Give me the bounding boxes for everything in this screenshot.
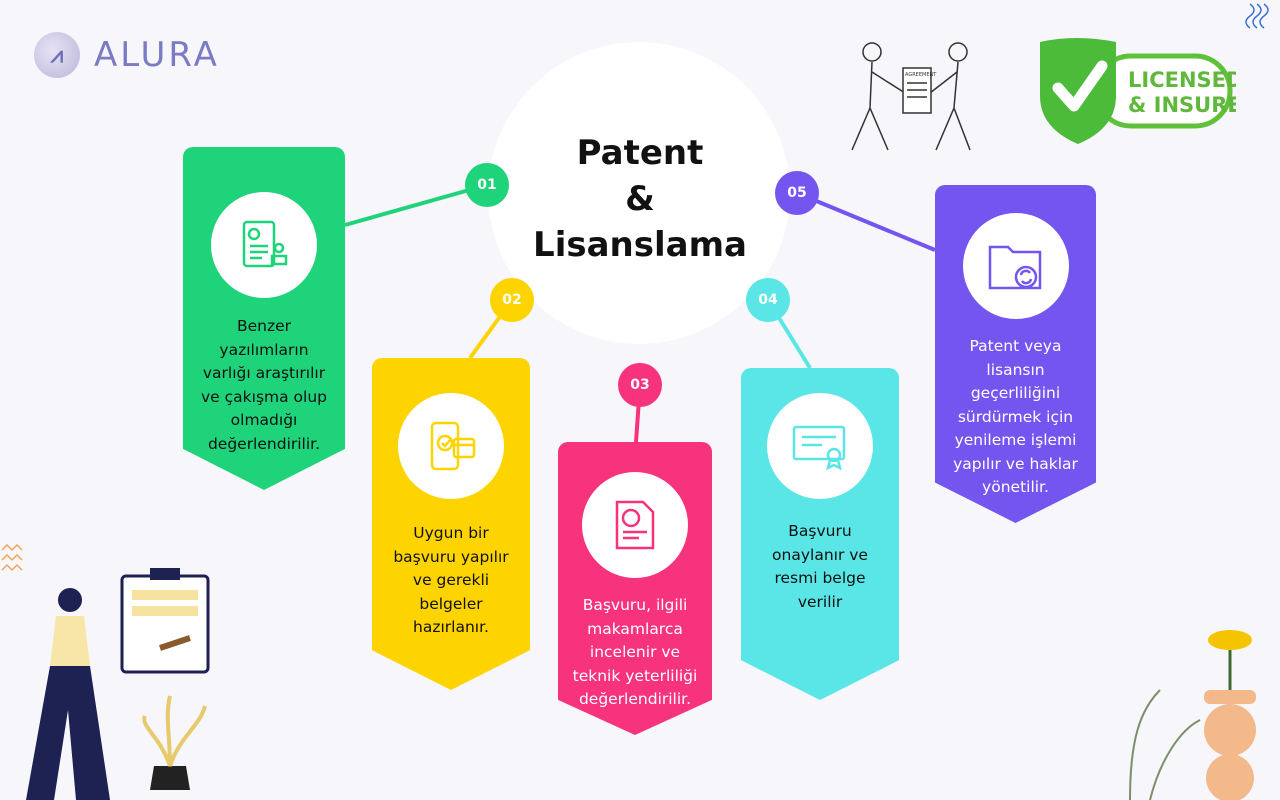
- step-card-03: Başvuru, ilgili makamlarca incelenir ve …: [558, 442, 712, 735]
- plants-illustration: [1129, 630, 1256, 800]
- page-title: Patent & Lisanslama: [500, 130, 780, 268]
- step-text: Benzer yazılımların varlığı araştırılır …: [201, 317, 327, 453]
- step-number-01: 01: [465, 163, 509, 207]
- step-text: Başvuru onaylanır ve resmi belge verilir: [772, 522, 868, 611]
- step-card-05: Patent veya lisansın geçerliliğini sürdü…: [935, 185, 1096, 523]
- logo: ⩘ ALURA: [34, 32, 220, 78]
- licensed-insured-badge: LICENSED & INSURED: [1040, 38, 1236, 144]
- step-number-02: 02: [490, 278, 534, 322]
- step-number-05: 05: [775, 171, 819, 215]
- center-hub: [488, 42, 790, 344]
- agreement-handshake-illustration: AGREEMENT: [851, 42, 971, 151]
- logo-text: ALURA: [94, 35, 220, 75]
- badge-line-1: LICENSED: [1128, 68, 1236, 92]
- wave-decoration: [1245, 3, 1269, 29]
- badge-line-2: & INSURED: [1128, 93, 1236, 117]
- title-line-2: &: [625, 179, 655, 219]
- checkmark-icon: [1052, 60, 1108, 112]
- connector-01: [344, 183, 488, 227]
- document-seal-icon: [582, 472, 688, 578]
- logo-mark-icon: ⩘: [34, 32, 80, 78]
- step-card-02: Uygun bir başvuru yapılır ve gerekli bel…: [372, 358, 530, 690]
- step-text: Patent veya lisansın geçerliliğini sürdü…: [953, 337, 1078, 496]
- certificate-icon: [767, 393, 873, 499]
- step-number-04: 04: [746, 278, 790, 322]
- title-line-3: Lisanslama: [533, 225, 747, 265]
- woman-clipboard-illustration: [1, 543, 210, 800]
- step-text: Uygun bir başvuru yapılır ve gerekli bel…: [393, 524, 509, 636]
- step-card-01: Benzer yazılımların varlığı araştırılır …: [183, 147, 345, 490]
- mobile-payment-check-icon: [398, 393, 504, 499]
- document-stamp-icon: [211, 192, 317, 298]
- title-line-1: Patent: [576, 133, 704, 173]
- step-number-03: 03: [618, 363, 662, 407]
- folder-refresh-icon: [962, 213, 1069, 319]
- document-label: AGREEMENT: [905, 72, 937, 78]
- step-text: Başvuru, ilgili makamlarca incelenir ve …: [572, 596, 698, 708]
- step-card-04: Başvuru onaylanır ve resmi belge verilir: [741, 368, 899, 700]
- connector-05: [796, 191, 936, 252]
